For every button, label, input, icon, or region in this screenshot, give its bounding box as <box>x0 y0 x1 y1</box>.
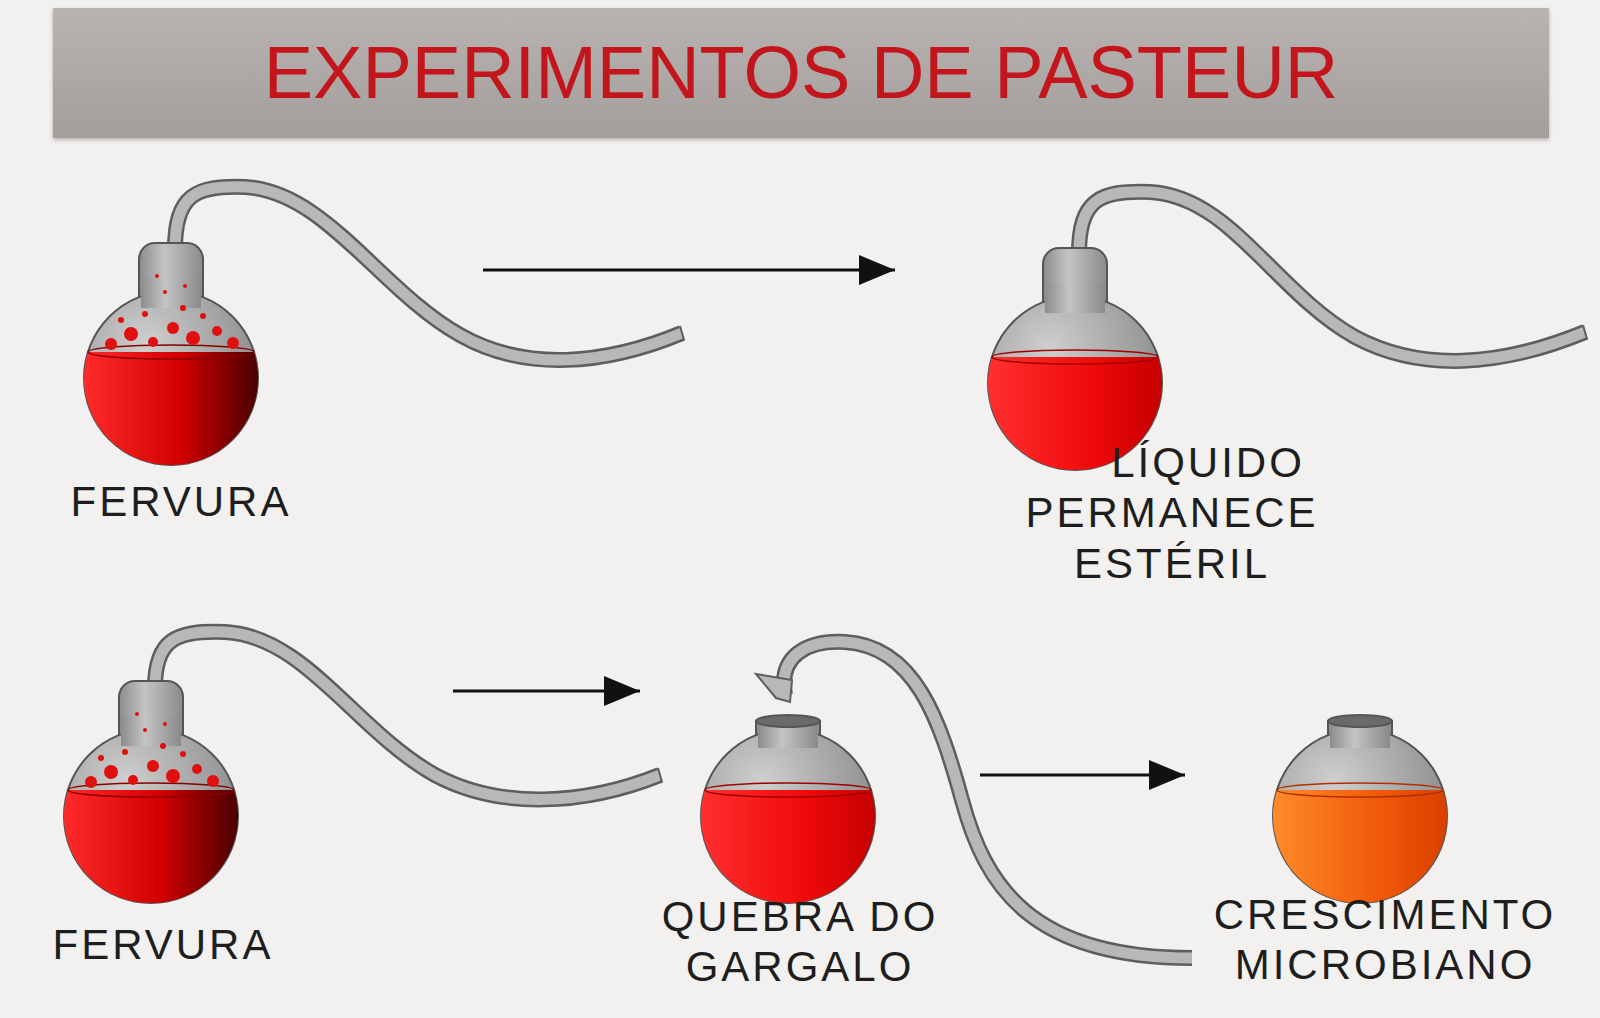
stage-label: CRESCIMENTO MICROBIANO <box>1190 890 1580 991</box>
stage-box: QUEBRA DO GARGALO <box>640 600 980 1000</box>
boiling-flask <box>84 243 258 465</box>
stage-box: LÍQUIDO PERMANECE ESTÉRIL <box>895 160 1585 594</box>
stage-label: QUEBRA DO GARGALO <box>640 892 960 993</box>
process-arrow <box>453 690 640 693</box>
stage-label: LÍQUIDO PERMANECE ESTÉRIL <box>983 438 1361 589</box>
stage-box: FERVURA <box>40 160 483 540</box>
swan-neck-tube <box>155 187 1587 958</box>
boiling-flask <box>64 681 238 903</box>
stage-label: FERVURA <box>33 920 293 970</box>
broken-neck-end <box>756 674 792 702</box>
stage-box: FERVURA <box>30 600 453 1000</box>
process-arrow <box>980 774 1185 777</box>
stage-box: CRESCIMENTO MICROBIANO <box>1185 600 1590 1000</box>
contaminated-flask <box>1273 715 1447 903</box>
title: EXPERIMENTOS DE PASTEUR <box>53 8 1549 138</box>
sterile-flask <box>988 248 1162 470</box>
open-flask <box>701 715 875 903</box>
stage-label: FERVURA <box>51 477 311 527</box>
process-arrow <box>483 269 895 272</box>
